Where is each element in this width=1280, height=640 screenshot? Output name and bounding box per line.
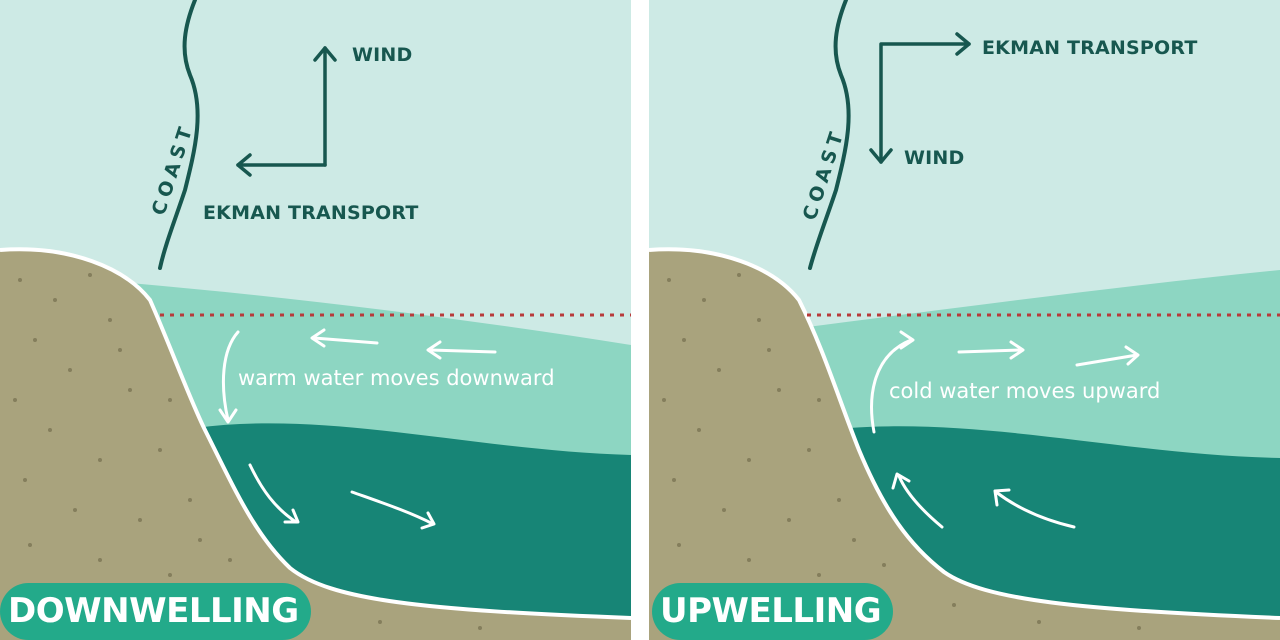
ekman-transport-arrow-icon [236, 153, 327, 177]
panel-title-badge: DOWNWELLING [0, 583, 311, 640]
upwelling-diagram [649, 0, 1280, 640]
flow-arrow-icon [218, 328, 497, 530]
coastline [808, 0, 851, 270]
ekman-transport-arrow-icon [879, 32, 971, 164]
seabed [649, 249, 1280, 640]
flow-label: warm water moves downward [238, 366, 555, 390]
downwelling-diagram [0, 0, 631, 640]
flow-label: cold water moves upward [889, 379, 1161, 403]
coastline [158, 0, 200, 270]
upwelling-panel: EKMAN TRANSPORT WIND COAST cold water mo… [649, 0, 1280, 640]
seabed-outline [0, 247, 631, 620]
panel-title-badge: UPWELLING [652, 583, 894, 640]
wind-arrow-icon [869, 148, 893, 164]
wind-label: WIND [352, 44, 413, 66]
ekman-transport-label: EKMAN TRANSPORT [203, 202, 419, 224]
flow-arrow-icon [870, 330, 1140, 529]
wind-label: WIND [904, 147, 965, 169]
seabed [0, 249, 631, 640]
seabed-speckles [13, 273, 482, 630]
seabed-outline [649, 247, 1280, 620]
downwelling-panel: WIND EKMAN TRANSPORT COAST warm water mo… [0, 0, 631, 640]
ekman-transport-label: EKMAN TRANSPORT [982, 37, 1198, 59]
seabed-speckles [662, 273, 1141, 630]
wind-arrow-icon [313, 46, 337, 167]
